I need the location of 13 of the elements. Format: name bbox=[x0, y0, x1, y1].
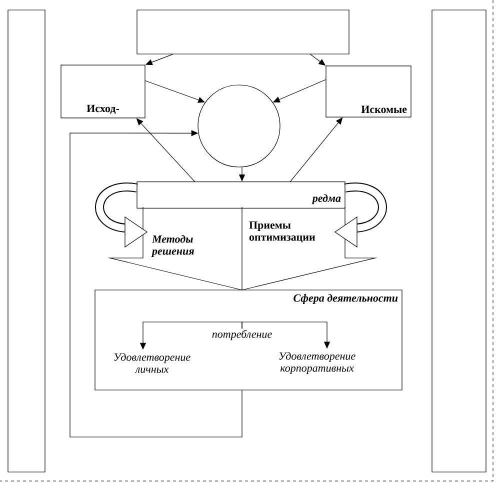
text-box: Искомые bbox=[326, 66, 412, 118]
empty-box bbox=[432, 10, 486, 472]
empty-box bbox=[136, 10, 350, 54]
node-text: Удовлетворение корпоративных bbox=[279, 352, 356, 374]
text-box: редма bbox=[136, 182, 346, 208]
empty-box bbox=[8, 10, 46, 472]
region-label: Методы решения bbox=[151, 235, 194, 257]
circle-shape bbox=[198, 84, 280, 168]
text-box: Исход- bbox=[60, 64, 146, 118]
node-text: Удовлетворение личных bbox=[114, 353, 190, 373]
node-text: потребление bbox=[212, 330, 272, 340]
region-label: Приемы оптимизации bbox=[249, 221, 316, 243]
arrow bbox=[70, 130, 242, 438]
